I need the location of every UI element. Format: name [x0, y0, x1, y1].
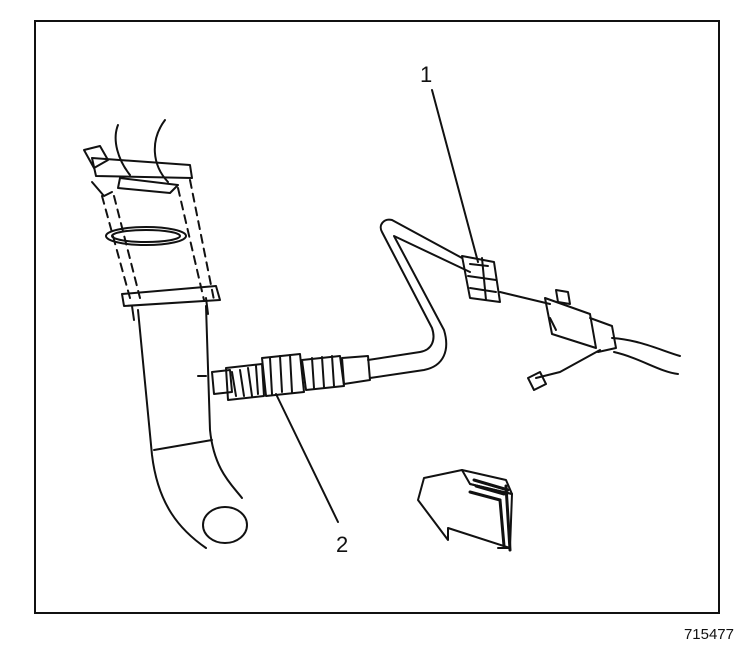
alignment-dashes — [101, 179, 215, 301]
leader-line-2 — [275, 393, 339, 523]
callout-2: 2 — [336, 532, 348, 557]
callout-1: 1 — [420, 62, 432, 87]
vehicle-harness-connector — [527, 289, 681, 391]
exhaust-pipe — [137, 305, 248, 549]
direction-arrow-icon — [417, 469, 513, 552]
leader-line-1 — [431, 89, 479, 263]
figure-id: 715477 — [683, 626, 734, 643]
upper-flange — [83, 145, 193, 197]
harness-connector — [461, 255, 551, 305]
oxygen-sensor — [211, 353, 371, 401]
diagram-frame — [34, 20, 720, 614]
upper-wires — [114, 119, 169, 183]
sensor-harness — [367, 218, 471, 379]
gasket-ring — [105, 226, 187, 246]
